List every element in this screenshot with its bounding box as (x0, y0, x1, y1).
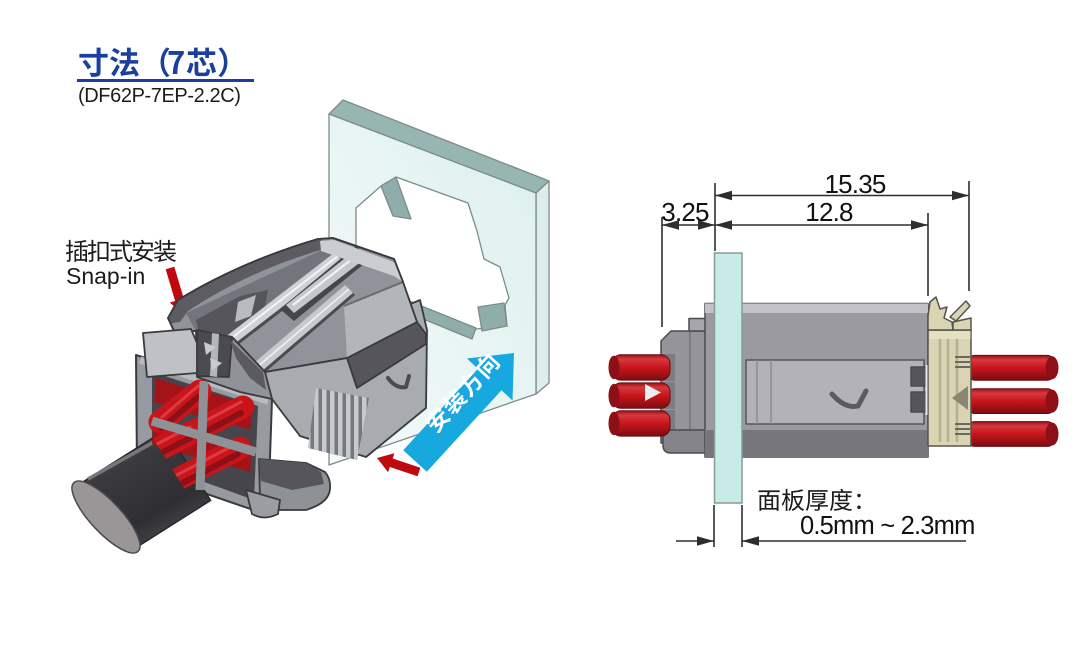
svg-text:12.8: 12.8 (805, 197, 853, 227)
svg-text:(DF62P-7EP-2.2C): (DF62P-7EP-2.2C) (78, 85, 241, 107)
svg-text:0.5mm ~ 2.3mm: 0.5mm ~ 2.3mm (800, 512, 975, 540)
svg-text:3.25: 3.25 (661, 197, 709, 227)
svg-text:15.35: 15.35 (824, 169, 885, 199)
svg-text:Snap-in: Snap-in (66, 263, 145, 289)
